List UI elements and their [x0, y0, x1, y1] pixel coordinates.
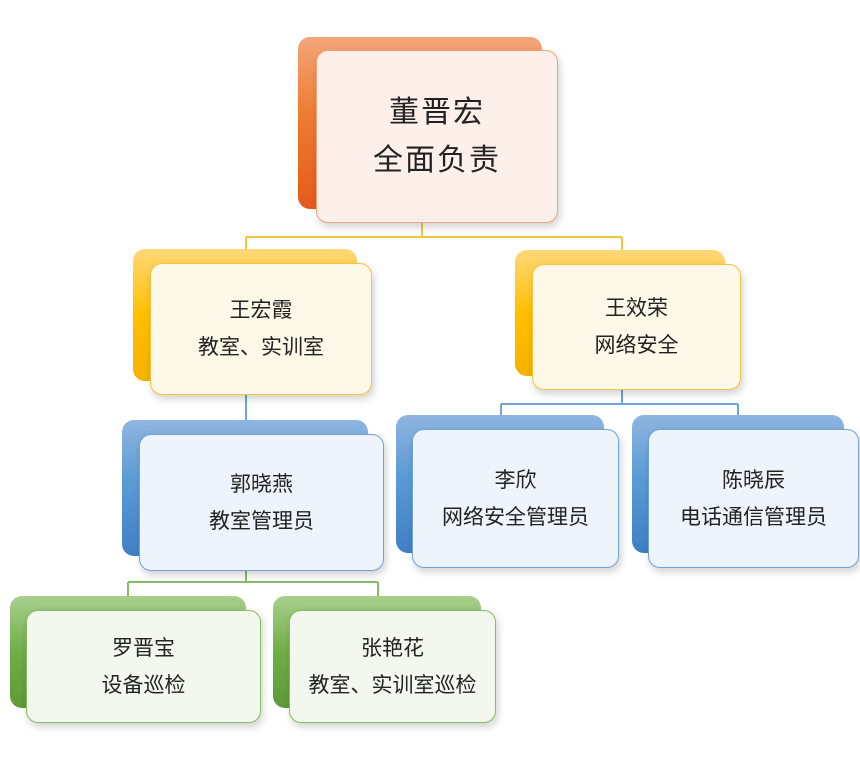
node-right-child-1-name: 李欣	[494, 467, 537, 492]
node-root-role: 全面负责	[373, 142, 501, 178]
node-right-child-2: 陈晓辰 电话通信管理员	[632, 415, 860, 569]
node-right-child-1-role: 网络安全管理员	[442, 504, 589, 529]
node-leaf-2-name: 张艳花	[361, 635, 424, 660]
node-right-branch: 王效荣 网络安全	[515, 250, 742, 391]
node-root-name: 董晋宏	[389, 94, 485, 130]
node-left-child-name: 郭晓燕	[230, 471, 293, 496]
node-leaf-1-role: 设备巡检	[101, 672, 186, 697]
node-left-branch-role: 教室、实训室	[198, 335, 324, 359]
node-left-branch-name: 王宏霞	[229, 298, 293, 323]
node-right-branch-name: 王效荣	[605, 296, 668, 321]
node-left-child: 郭晓燕 教室管理员	[122, 420, 385, 572]
node-leaf-2: 张艳花 教室、实训室巡检	[273, 596, 497, 724]
node-right-branch-role: 网络安全	[594, 333, 679, 357]
node-left-child-role: 教室管理员	[209, 508, 314, 533]
node-left-branch: 王宏霞 教室、实训室	[133, 249, 373, 396]
node-right-child-2-role: 电话通信管理员	[680, 504, 827, 529]
node-leaf-2-role: 教室、实训室巡检	[308, 672, 477, 697]
node-leaf-1-name: 罗晋宝	[112, 635, 175, 660]
node-right-child-2-name: 陈晓辰	[722, 467, 785, 492]
node-root: 董晋宏 全面负责	[298, 37, 560, 224]
node-leaf-1: 罗晋宝 设备巡检	[10, 596, 262, 724]
node-right-child-1: 李欣 网络安全管理员	[396, 415, 620, 569]
